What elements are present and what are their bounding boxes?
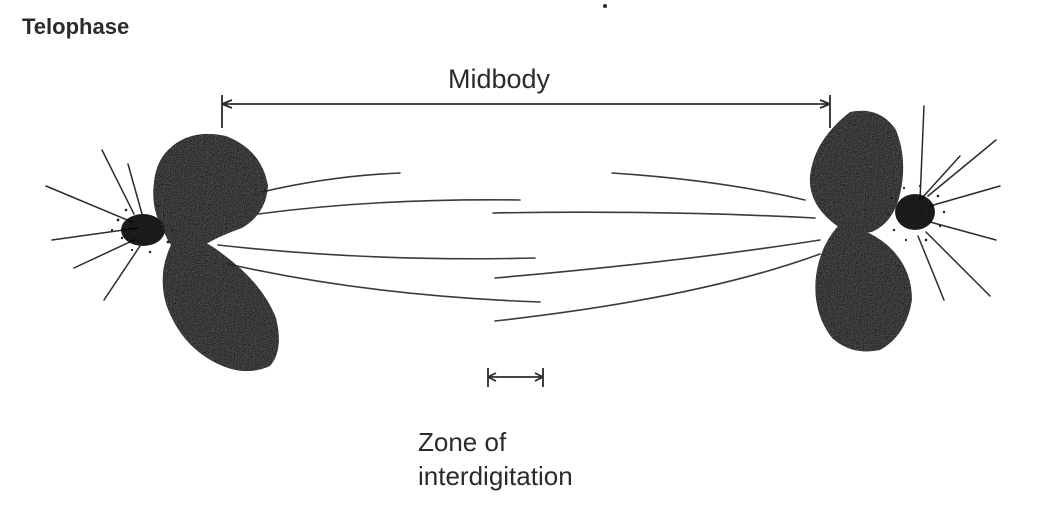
zone-label-line-1: Zone of [418,427,507,457]
midbody-bracket [221,95,831,128]
midbody-label: Midbody [448,64,551,94]
left-chromosomes [153,133,279,372]
interdigitation-bracket [487,368,544,387]
right-chromosomes [809,110,912,352]
spindle-microtubules [217,172,821,322]
right-centrosome [886,105,1001,301]
left-centrosome [45,149,174,301]
zone-label-line-2: interdigitation [418,461,573,491]
zone-of-interdigitation-label: Zone of interdigitation [418,425,573,493]
figure-title: Telophase [22,14,130,39]
